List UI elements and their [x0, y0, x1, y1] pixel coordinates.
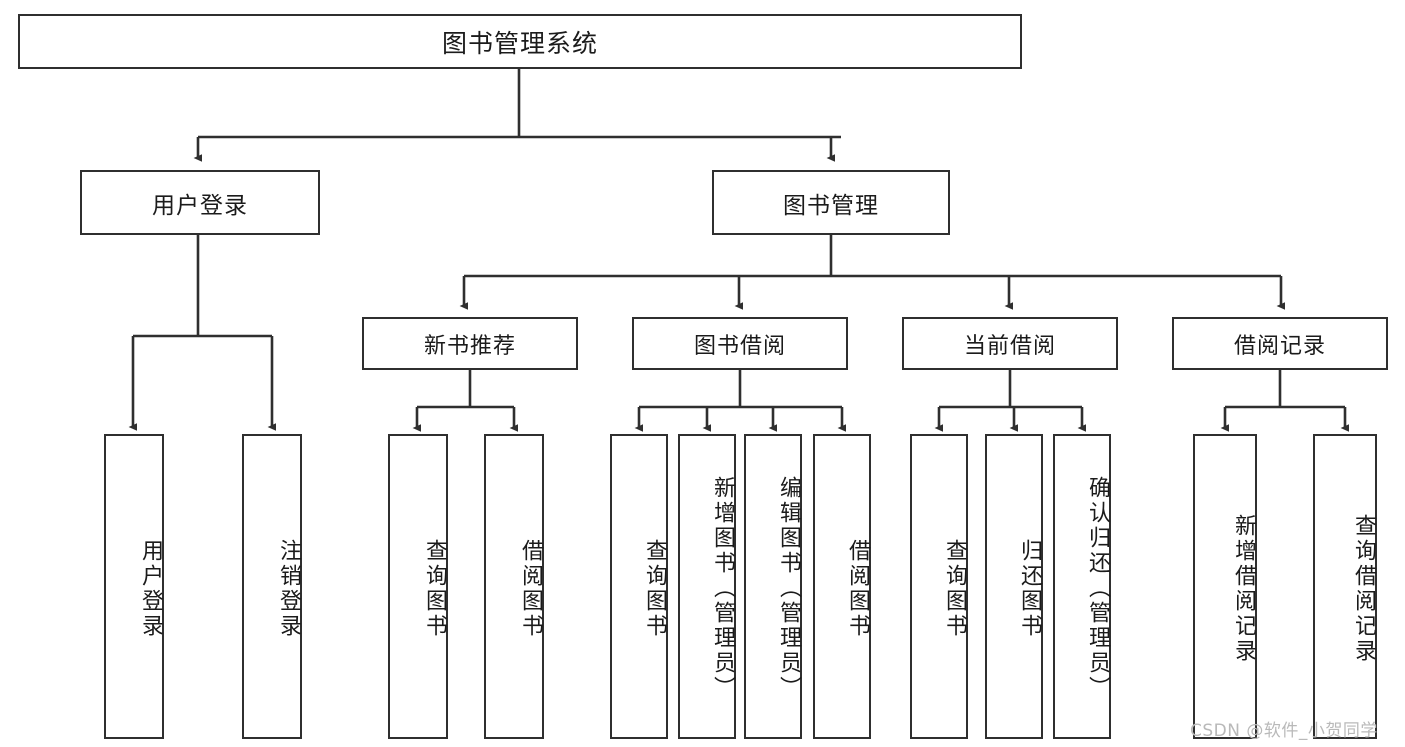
leaf-user-login-logout[interactable]: 注销登录: [242, 434, 302, 739]
node-label: 借阅图书: [518, 538, 543, 639]
node-label: 借阅图书: [845, 538, 870, 639]
node-label: 借阅记录: [1233, 333, 1326, 359]
node-label: 图书借阅: [693, 333, 786, 359]
leaf-current-borrow-query-book[interactable]: 查询图书: [910, 434, 968, 739]
node-label: 当前借阅: [963, 333, 1056, 359]
leaf-book-borrow-add-book-admin[interactable]: 新增图书（管理员）: [678, 434, 736, 739]
node-root-book-management-system[interactable]: 图书管理系统: [18, 14, 1022, 69]
node-user-login[interactable]: 用户登录: [80, 170, 320, 235]
node-label: 用户登录: [138, 538, 163, 639]
node-label: 查询图书: [642, 538, 667, 639]
node-new-book-recommend[interactable]: 新书推荐: [362, 317, 578, 370]
node-label: 图书管理: [783, 192, 879, 219]
node-label: 图书管理系统: [441, 28, 598, 58]
watermark-text: CSDN @软件_小贺同学: [1190, 721, 1378, 741]
node-label: 查询借阅记录: [1351, 513, 1376, 664]
node-label: 查询图书: [422, 538, 447, 639]
leaf-user-login-login[interactable]: 用户登录: [104, 434, 164, 739]
node-book-management[interactable]: 图书管理: [712, 170, 950, 235]
leaf-current-borrow-confirm-return-admin[interactable]: 确认归还（管理员）: [1053, 434, 1111, 739]
leaf-book-borrow-edit-book-admin[interactable]: 编辑图书（管理员）: [744, 434, 802, 739]
node-label: 新增借阅记录: [1231, 513, 1256, 664]
leaf-book-borrow-borrow-book[interactable]: 借阅图书: [813, 434, 871, 739]
node-label: 查询图书: [942, 538, 967, 639]
leaf-book-borrow-query-book[interactable]: 查询图书: [610, 434, 668, 739]
watermark-csdn: CSDN @软件_小贺同学: [1190, 716, 1378, 741]
node-label: 编辑图书（管理员）: [776, 476, 801, 701]
node-label: 用户登录: [152, 192, 248, 219]
node-label: 归还图书: [1017, 538, 1042, 639]
node-label: 注销登录: [276, 538, 301, 639]
node-book-borrow[interactable]: 图书借阅: [632, 317, 848, 370]
node-current-borrow[interactable]: 当前借阅: [902, 317, 1118, 370]
leaf-new-book-borrow-book[interactable]: 借阅图书: [484, 434, 544, 739]
node-label: 确认归还（管理员）: [1085, 476, 1110, 701]
leaf-current-borrow-return-book[interactable]: 归还图书: [985, 434, 1043, 739]
node-label: 新增图书（管理员）: [710, 476, 735, 701]
node-borrow-record[interactable]: 借阅记录: [1172, 317, 1388, 370]
leaf-borrow-record-query-record[interactable]: 查询借阅记录: [1313, 434, 1377, 739]
leaf-borrow-record-add-record[interactable]: 新增借阅记录: [1193, 434, 1257, 739]
leaf-new-book-query-book[interactable]: 查询图书: [388, 434, 448, 739]
node-label: 新书推荐: [423, 333, 516, 359]
